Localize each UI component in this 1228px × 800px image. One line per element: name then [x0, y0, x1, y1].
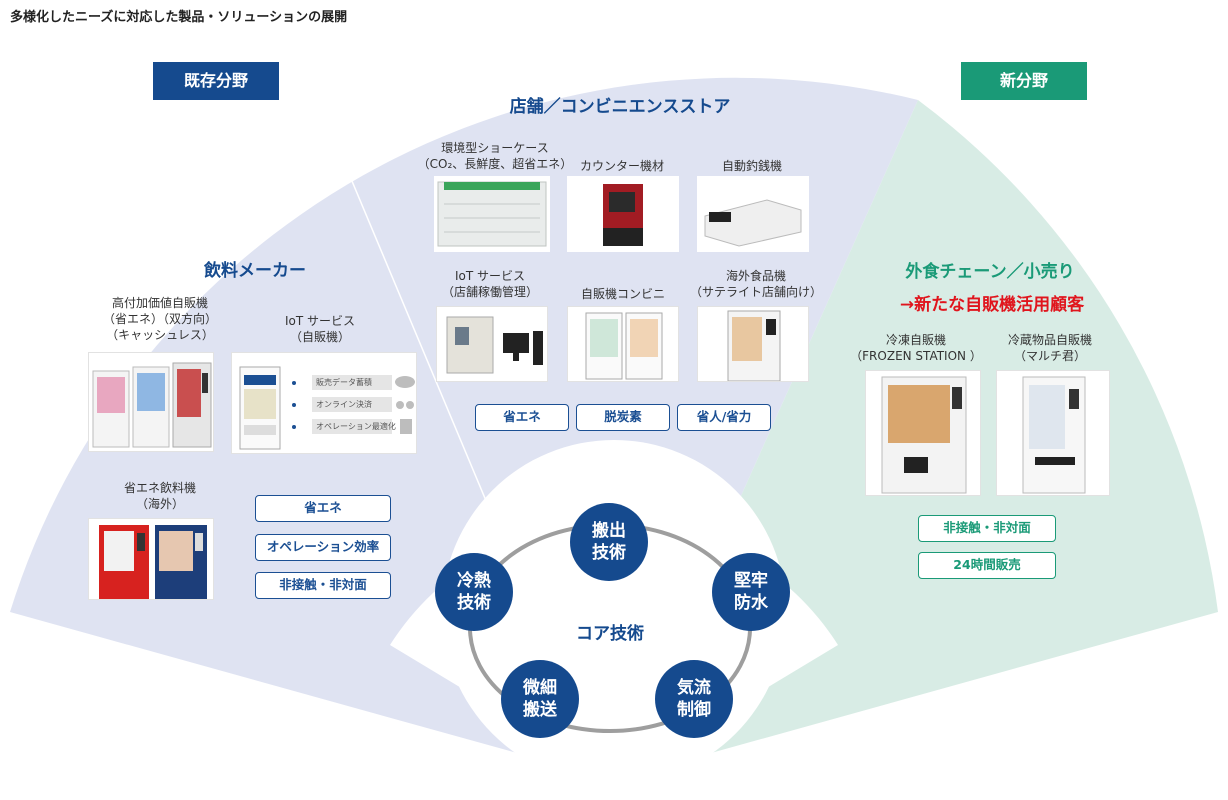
high-value-vm-image: [88, 352, 214, 452]
overseas-food-vm-caption: 海外食品機 （サテライト店舗向け）: [689, 269, 822, 299]
chilled-vm-image: [996, 370, 1110, 496]
chip-operation-efficiency: オペレーション効率: [255, 534, 391, 561]
store-iot-image: [436, 306, 548, 382]
tech-circle-carry-out: 搬出 技術: [570, 503, 648, 581]
new-field-badge: 新分野: [961, 62, 1087, 100]
page-title: 多様化したニーズに対応した製品・ソリューションの展開: [10, 10, 348, 25]
tech-circle-rugged-waterproof: 堅牢 防水: [712, 553, 790, 631]
vm-convenience-caption: 自販機コンビニ: [580, 287, 665, 301]
core-tech-label: コア技術: [576, 624, 644, 644]
iot-row-sales-data: 販売データ蓄積: [316, 378, 372, 387]
chip-24h-sales: 24時間販売: [918, 552, 1056, 579]
chip-contactless-existing: 非接触・非対面: [255, 572, 391, 599]
vm-convenience-image: [567, 306, 679, 382]
iot-row-operation-optimization: オペレーション最適化: [316, 422, 396, 431]
chip-decarbonization: 脱炭素: [576, 404, 670, 431]
chip-energy-saving-store: 省エネ: [475, 404, 569, 431]
eco-beverage-vm-image: [88, 518, 214, 600]
tech-circle-airflow-control: 気流 制御: [655, 660, 733, 738]
iot-row-online-payment: オンライン決済: [316, 400, 372, 409]
showcase-caption: 環境型ショーケース （CO₂、長鮮度、超省エネ）: [417, 141, 573, 171]
tech-circle-cooling-heating: 冷熱 技術: [435, 553, 513, 631]
store-iot-caption: IoT サービス （店舗稼働管理）: [441, 269, 538, 299]
chip-contactless-new: 非接触・非対面: [918, 515, 1056, 542]
overseas-food-vm-image: [697, 306, 809, 382]
high-value-vm-caption: 高付加価値自販機 （省エネ）（双方向） （キャッシュレス）: [102, 296, 217, 342]
store-title: 店舗／コンビニエンスストア: [509, 97, 731, 117]
change-machine-image: [697, 176, 809, 252]
chip-labor-saving: 省人/省力: [677, 404, 771, 431]
showcase-image: [434, 176, 550, 252]
existing-field-badge: 既存分野: [153, 62, 279, 100]
iot-vm-caption: IoT サービス （自販機）: [284, 314, 356, 344]
frozen-vm-image: [865, 370, 981, 496]
counter-equipment-image: [567, 176, 679, 252]
eco-beverage-vm-caption: 省エネ飲料機 （海外）: [123, 481, 196, 511]
chip-energy-saving-existing: 省エネ: [255, 495, 391, 522]
counter-caption: カウンター機材: [579, 159, 664, 173]
food-chain-title: 外食チェーン／小売り: [905, 262, 1075, 282]
frozen-vm-caption: 冷凍自販機 （FROZEN STATION ）: [850, 333, 982, 363]
beverage-maker-title: 飲料メーカー: [204, 261, 306, 281]
chilled-vm-caption: 冷蔵物品自販機 （マルチ君）: [1007, 333, 1092, 363]
tech-circle-fine-transport: 微細 搬送: [501, 660, 579, 738]
iot-vm-image: 販売データ蓄積 オンライン決済 オペレーション最適化: [231, 352, 417, 454]
change-machine-caption: 自動釣銭機: [721, 159, 782, 173]
new-customer-subtitle: →新たな自販機活用顧客: [899, 295, 1085, 315]
